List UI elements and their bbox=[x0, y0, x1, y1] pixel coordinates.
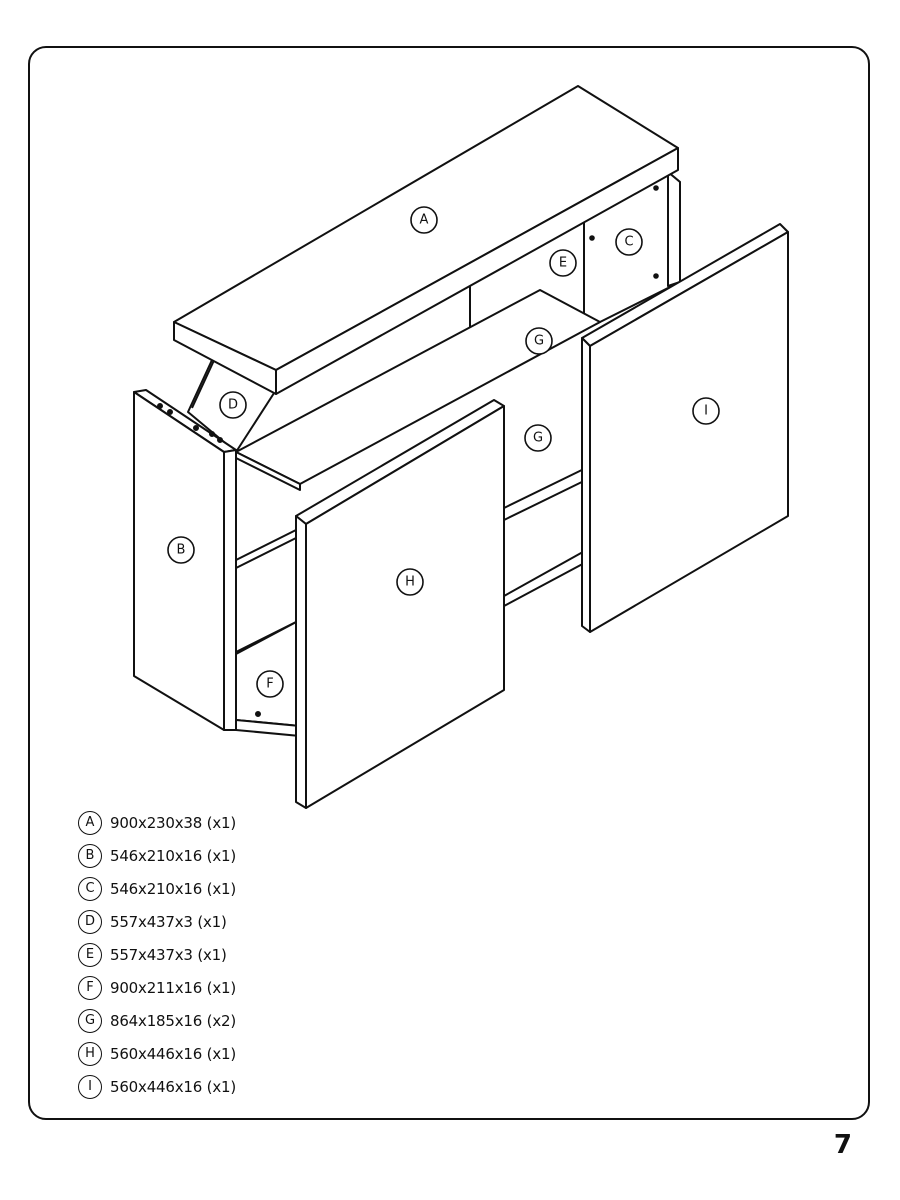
part-dimensions: 560x446x16 (x1) bbox=[110, 1077, 236, 1096]
part-dimensions: 557x437x3 (x1) bbox=[110, 945, 227, 964]
part-id-badge: E bbox=[78, 942, 102, 967]
callout-h-circle bbox=[396, 568, 424, 596]
callout-h-label: H bbox=[405, 575, 415, 590]
part-dimensions: 546x210x16 (x1) bbox=[110, 846, 236, 865]
part-id-badge: B bbox=[78, 843, 102, 868]
part-dimensions: 546x210x16 (x1) bbox=[110, 879, 236, 898]
callout-d-label: D bbox=[228, 398, 238, 413]
part-dimensions: 900x211x16 (x1) bbox=[110, 978, 236, 997]
part-id-badge: H bbox=[78, 1041, 102, 1066]
callout-g1-circle bbox=[525, 327, 553, 355]
callout-i-circle bbox=[692, 397, 720, 425]
list-item: D 557x437x3 (x1) bbox=[78, 905, 236, 938]
callout-a-circle bbox=[410, 206, 438, 234]
list-item: I 560x446x16 (x1) bbox=[78, 1070, 236, 1103]
callout-b-label: B bbox=[177, 543, 186, 558]
callout-b-circle bbox=[167, 536, 195, 564]
part-dimensions: 900x230x38 (x1) bbox=[110, 813, 236, 832]
callout-c-label: C bbox=[624, 235, 633, 250]
list-item: B 546x210x16 (x1) bbox=[78, 839, 236, 872]
door-i bbox=[581, 223, 789, 633]
callout-g2-circle bbox=[524, 424, 552, 452]
callout-e-label: E bbox=[559, 256, 567, 271]
list-item: A 900x230x38 (x1) bbox=[78, 806, 236, 839]
part-id-badge: D bbox=[78, 909, 102, 934]
part-id-badge: G bbox=[78, 1008, 102, 1033]
list-item: C 546x210x16 (x1) bbox=[78, 872, 236, 905]
callout-c-circle bbox=[615, 228, 643, 256]
part-id-badge: I bbox=[78, 1074, 102, 1099]
list-item: F 900x211x16 (x1) bbox=[78, 971, 236, 1004]
callout-a-label: A bbox=[420, 213, 429, 228]
parts-list: A 900x230x38 (x1) B 546x210x16 (x1) C 54… bbox=[78, 806, 236, 1103]
part-id-badge: F bbox=[78, 975, 102, 1000]
callout-f-label: F bbox=[266, 677, 273, 692]
part-id-badge: C bbox=[78, 876, 102, 901]
part-id-badge: A bbox=[78, 810, 102, 835]
list-item: G 864x185x16 (x2) bbox=[78, 1004, 236, 1037]
callout-g1-label: G bbox=[534, 334, 544, 349]
shelf-g-lower bbox=[503, 465, 591, 607]
callout-f-circle bbox=[256, 670, 284, 698]
page-number: 7 bbox=[833, 1130, 852, 1160]
callout-g2-label: G bbox=[533, 431, 543, 446]
part-dimensions: 864x185x16 (x2) bbox=[110, 1011, 236, 1030]
door-h bbox=[295, 399, 505, 809]
callout-e-circle bbox=[549, 249, 577, 277]
list-item: E 557x437x3 (x1) bbox=[78, 938, 236, 971]
page-frame bbox=[28, 46, 870, 1120]
part-dimensions: 560x446x16 (x1) bbox=[110, 1044, 236, 1063]
callout-i-label: I bbox=[704, 404, 708, 419]
part-dimensions: 557x437x3 (x1) bbox=[110, 912, 227, 931]
callout-d-circle bbox=[219, 391, 247, 419]
list-item: H 560x446x16 (x1) bbox=[78, 1037, 236, 1070]
